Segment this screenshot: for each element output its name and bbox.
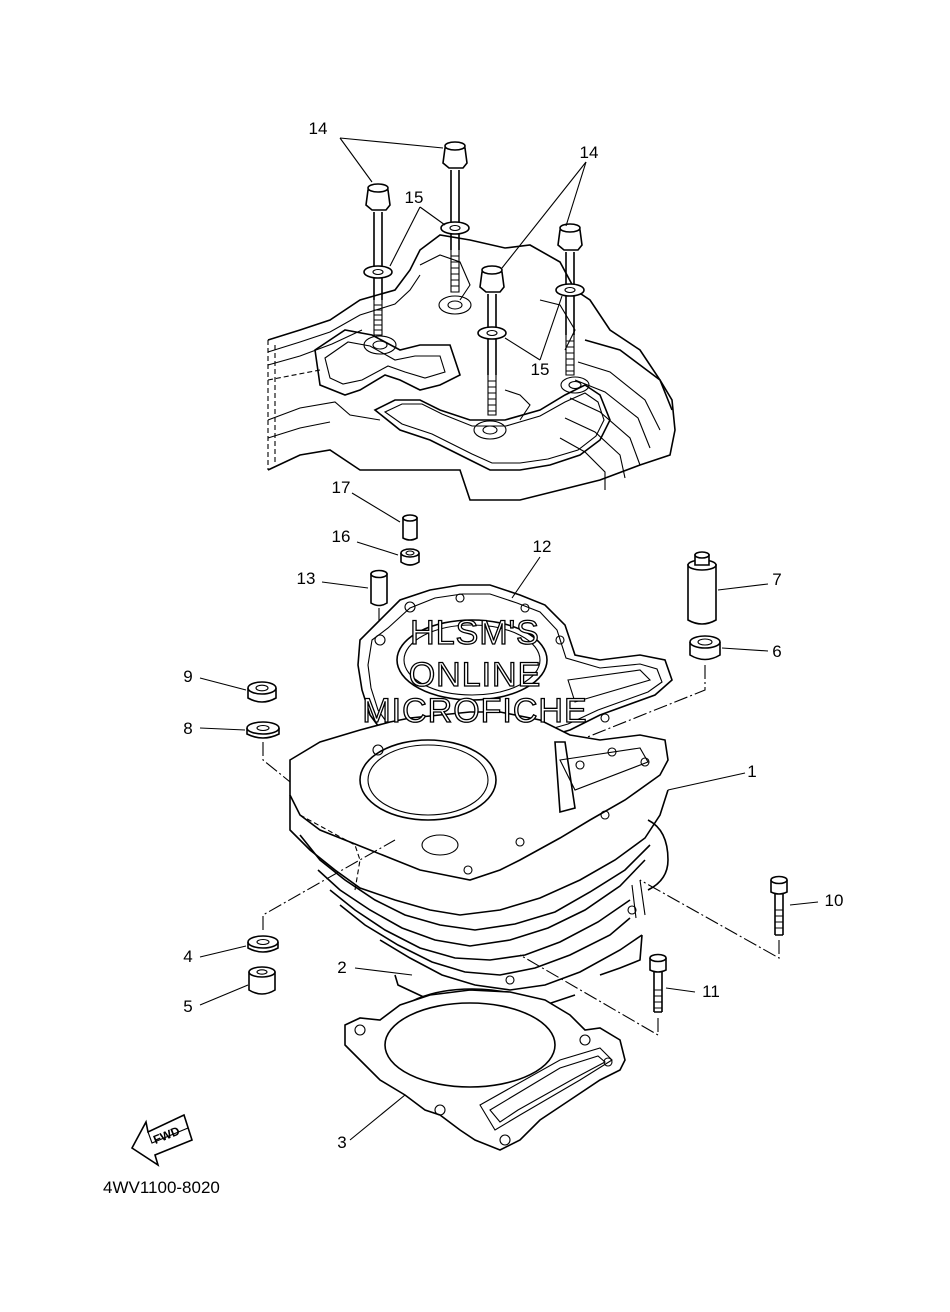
callout-12: 12 bbox=[533, 537, 552, 556]
leader-lines bbox=[199, 137, 819, 1141]
cylinder-base-gasket bbox=[344, 989, 626, 1151]
head-washer-1 bbox=[363, 265, 393, 279]
callout-15-upper: 15 bbox=[405, 188, 424, 207]
callout-1: 1 bbox=[747, 762, 756, 781]
callout-7: 7 bbox=[772, 570, 781, 589]
callout-9: 9 bbox=[183, 667, 192, 686]
watermark: HLSM'S ONLINE MICROFICHE bbox=[362, 613, 588, 730]
callout-16: 16 bbox=[332, 527, 351, 546]
callout-14-upper-right: 14 bbox=[580, 143, 599, 162]
callout-5: 5 bbox=[183, 997, 192, 1016]
diagram-part-code: 4WV1100-8020 bbox=[103, 1178, 220, 1197]
callout-4: 4 bbox=[183, 947, 192, 966]
head-washer-4 bbox=[555, 283, 585, 297]
head-washer-2 bbox=[440, 221, 470, 235]
cylinder-block bbox=[289, 711, 669, 1013]
callout-10: 10 bbox=[825, 891, 844, 910]
seal-6 bbox=[559, 635, 721, 749]
head-bolt-1 bbox=[365, 183, 391, 336]
callout-15-lower: 15 bbox=[531, 360, 550, 379]
watermark-line-2: ONLINE bbox=[409, 656, 542, 694]
head-washer-3 bbox=[477, 326, 507, 340]
bolt-10 bbox=[639, 875, 788, 959]
nut-5 bbox=[248, 966, 276, 995]
callout-14-upper-left: 14 bbox=[309, 119, 328, 138]
watermark-line-3: MICROFICHE bbox=[362, 692, 587, 730]
callout-6: 6 bbox=[772, 642, 781, 661]
cylinder-head-outline bbox=[267, 234, 676, 501]
fwd-arrow-icon: FWD bbox=[130, 1113, 193, 1167]
callout-labels: 14 14 15 15 17 16 13 12 7 6 9 8 1 10 11 … bbox=[183, 119, 843, 1152]
head-bolt-2 bbox=[442, 141, 468, 293]
dowel-pin-17 bbox=[402, 514, 418, 541]
callout-3: 3 bbox=[337, 1133, 346, 1152]
callout-17: 17 bbox=[332, 478, 351, 497]
washer-8 bbox=[246, 721, 301, 791]
pipe-7 bbox=[687, 551, 717, 625]
watermark-line-1: HLSM'S bbox=[410, 614, 540, 652]
head-bolt-3 bbox=[479, 265, 505, 416]
bolt-11 bbox=[519, 953, 667, 1036]
callout-2: 2 bbox=[337, 958, 346, 977]
callout-13: 13 bbox=[297, 569, 316, 588]
head-bolt-4 bbox=[557, 223, 583, 376]
callout-8: 8 bbox=[183, 719, 192, 738]
washer-4 bbox=[247, 839, 396, 953]
nut-9 bbox=[247, 681, 277, 703]
callout-11: 11 bbox=[702, 982, 720, 1001]
o-ring-16 bbox=[400, 548, 420, 566]
